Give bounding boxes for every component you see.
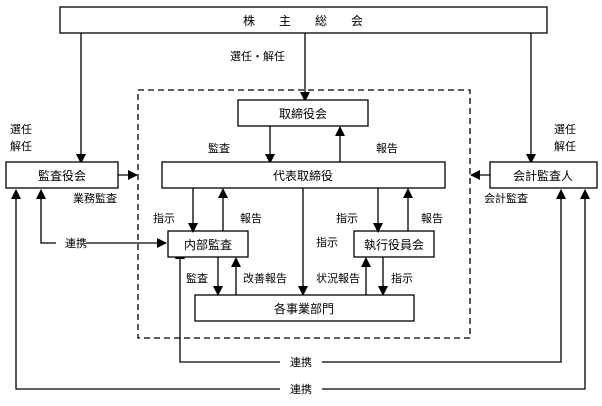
- node-representative-director: [161, 161, 446, 189]
- node-internal-audit: [167, 230, 249, 258]
- node-business-divisions-label: 各事業部門: [274, 301, 334, 316]
- node-business-divisions: [194, 294, 415, 322]
- label-audit-internal-div: 監査: [186, 271, 208, 285]
- company-boundary: [137, 89, 471, 339]
- label-instruct-internal: 指示: [153, 211, 175, 225]
- label-instruct-exec: 指示: [336, 211, 358, 225]
- label-appoint-dismiss: 選任・解任: [230, 49, 285, 63]
- node-accounting-auditor-label: 会計監査人: [513, 168, 573, 183]
- node-executive-committee: [353, 230, 435, 258]
- node-board-of-directors: [237, 99, 369, 127]
- label-appoint-left-2: 解任: [10, 139, 32, 153]
- label-cooperation-left: 連携: [65, 236, 87, 250]
- node-accounting-auditor: [489, 161, 598, 189]
- node-board-label: 取締役会: [279, 106, 327, 121]
- label-business-audit: 業務監査: [73, 191, 117, 205]
- label-cooperation-outer: 連携: [290, 382, 312, 396]
- label-status-report: 状況報告: [316, 271, 360, 285]
- label-report-rep-to-board: 報告: [376, 142, 398, 155]
- label-accounting-audit: 会計監査: [484, 191, 528, 205]
- label-appoint-left-1: 選任: [10, 123, 32, 136]
- label-improvement-report: 改善報告: [243, 271, 287, 285]
- label-appoint-right-2: 解任: [554, 139, 576, 153]
- node-executive-committee-label: 執行役員会: [364, 237, 424, 252]
- label-instruct-exec-div: 指示: [391, 271, 413, 285]
- node-shareholders-meeting-label: 株 主 総 会: [243, 13, 363, 28]
- label-report-exec: 報告: [421, 212, 443, 225]
- label-appoint-right-1: 選任: [554, 123, 576, 136]
- node-shareholders-meeting: [59, 6, 548, 34]
- label-audit-board-to-rep: 監査: [208, 141, 230, 155]
- node-internal-audit-label: 内部監査: [184, 237, 232, 252]
- node-rep-label: 代表取締役: [273, 168, 333, 183]
- node-audit-board-label: 監査役会: [38, 168, 86, 183]
- cooperation-left-line-a: [40, 192, 56, 244]
- inner-cooperation-line: [179, 192, 562, 363]
- label-instruct-rep-divisions: 指示: [316, 235, 338, 249]
- node-audit-board: [5, 161, 119, 189]
- label-report-internal: 報告: [240, 212, 262, 225]
- label-cooperation-inner: 連携: [290, 355, 312, 369]
